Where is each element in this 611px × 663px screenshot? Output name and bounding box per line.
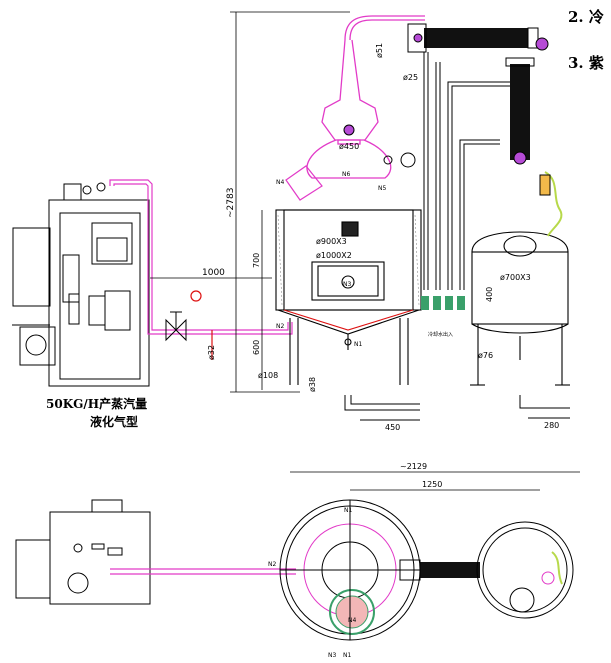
yellow-valve-icon	[539, 174, 551, 196]
steam-pipe	[109, 179, 293, 360]
receiver-plan	[476, 521, 574, 619]
tank-outer-label: ø1000X2	[316, 251, 352, 260]
dimension-total-height	[230, 11, 350, 393]
manway-n4	[285, 165, 323, 201]
steam-boiler	[12, 182, 150, 387]
tank-insulation	[277, 214, 420, 306]
dim-1000-label: 1000	[202, 268, 225, 278]
top-condenser	[407, 23, 539, 53]
nozzle-n1: N1	[354, 341, 362, 348]
vertical-condenser	[505, 57, 535, 165]
steam-pipe-plan	[110, 568, 296, 575]
nozzle-n6: N6	[342, 171, 350, 178]
dim-400-label: 400	[485, 287, 494, 302]
plan-nozzle-n3: N3	[328, 652, 336, 659]
plan-dimensions	[290, 471, 580, 491]
plan-nozzle-n1b: N1	[343, 652, 351, 659]
receiver-tank	[470, 231, 570, 386]
dim-600-label: 600	[252, 340, 261, 355]
yellow-green-hose-plan	[551, 551, 563, 585]
nozzle-n3: N3	[343, 281, 351, 288]
dim-280-label: 280	[544, 421, 559, 430]
drain-pipe-right	[519, 395, 570, 419]
cooling-water-pipes	[423, 52, 510, 290]
condenser-plan	[399, 559, 480, 581]
leg-108-label: ø108	[258, 371, 278, 380]
plan-nozzle-n2: N2	[268, 561, 276, 568]
main-tank-plan	[279, 499, 421, 641]
tank-inner-label: ø900X3	[316, 237, 347, 246]
plan-nozzle-n1: N1	[344, 507, 352, 514]
dim-700-label: 700	[252, 253, 261, 268]
pipe-25-label: ø25	[403, 73, 418, 82]
pipe-32-label: ø32	[207, 345, 216, 360]
note-3: 3. 紫	[568, 54, 604, 72]
green-valves	[421, 296, 465, 310]
receiver-label: ø700X3	[500, 273, 531, 282]
cooling-water-label: 冷却水出入	[428, 331, 453, 338]
nozzle-n4: N4	[276, 179, 284, 186]
steam-valve-icon	[165, 311, 187, 342]
valve-icon	[383, 155, 393, 165]
nozzle-n2: N2	[276, 323, 284, 330]
boiler-plan	[15, 499, 151, 605]
pressure-gauge-icon	[400, 152, 416, 168]
plan-nozzle-n4: N4	[348, 617, 356, 624]
yellow-green-hose	[544, 171, 563, 237]
leg-38-label: ø38	[308, 377, 317, 392]
plan-1250-label: 1250	[422, 480, 442, 489]
plan-total-label: ~2129	[400, 462, 427, 471]
sight-glass-icon	[343, 124, 355, 136]
boiler-label-line2: 液化气型	[90, 414, 138, 429]
pipe-76-label: ø76	[478, 351, 493, 360]
dim-450-label: 450	[385, 423, 400, 432]
nozzle-n5: N5	[378, 185, 386, 192]
purple-valve-icon	[535, 37, 549, 51]
still-helmet	[306, 15, 425, 179]
boiler-label-line1: 50KG/H产蒸汽量	[46, 396, 147, 411]
helmet-dia-label: ø450	[339, 142, 359, 151]
pipe-51-label: ø51	[375, 43, 384, 58]
main-tank	[275, 209, 422, 385]
dim-total-height-label: ~2783	[226, 188, 236, 218]
drain-pipe-left	[344, 395, 420, 421]
note-2: 2. 冷	[568, 8, 604, 26]
